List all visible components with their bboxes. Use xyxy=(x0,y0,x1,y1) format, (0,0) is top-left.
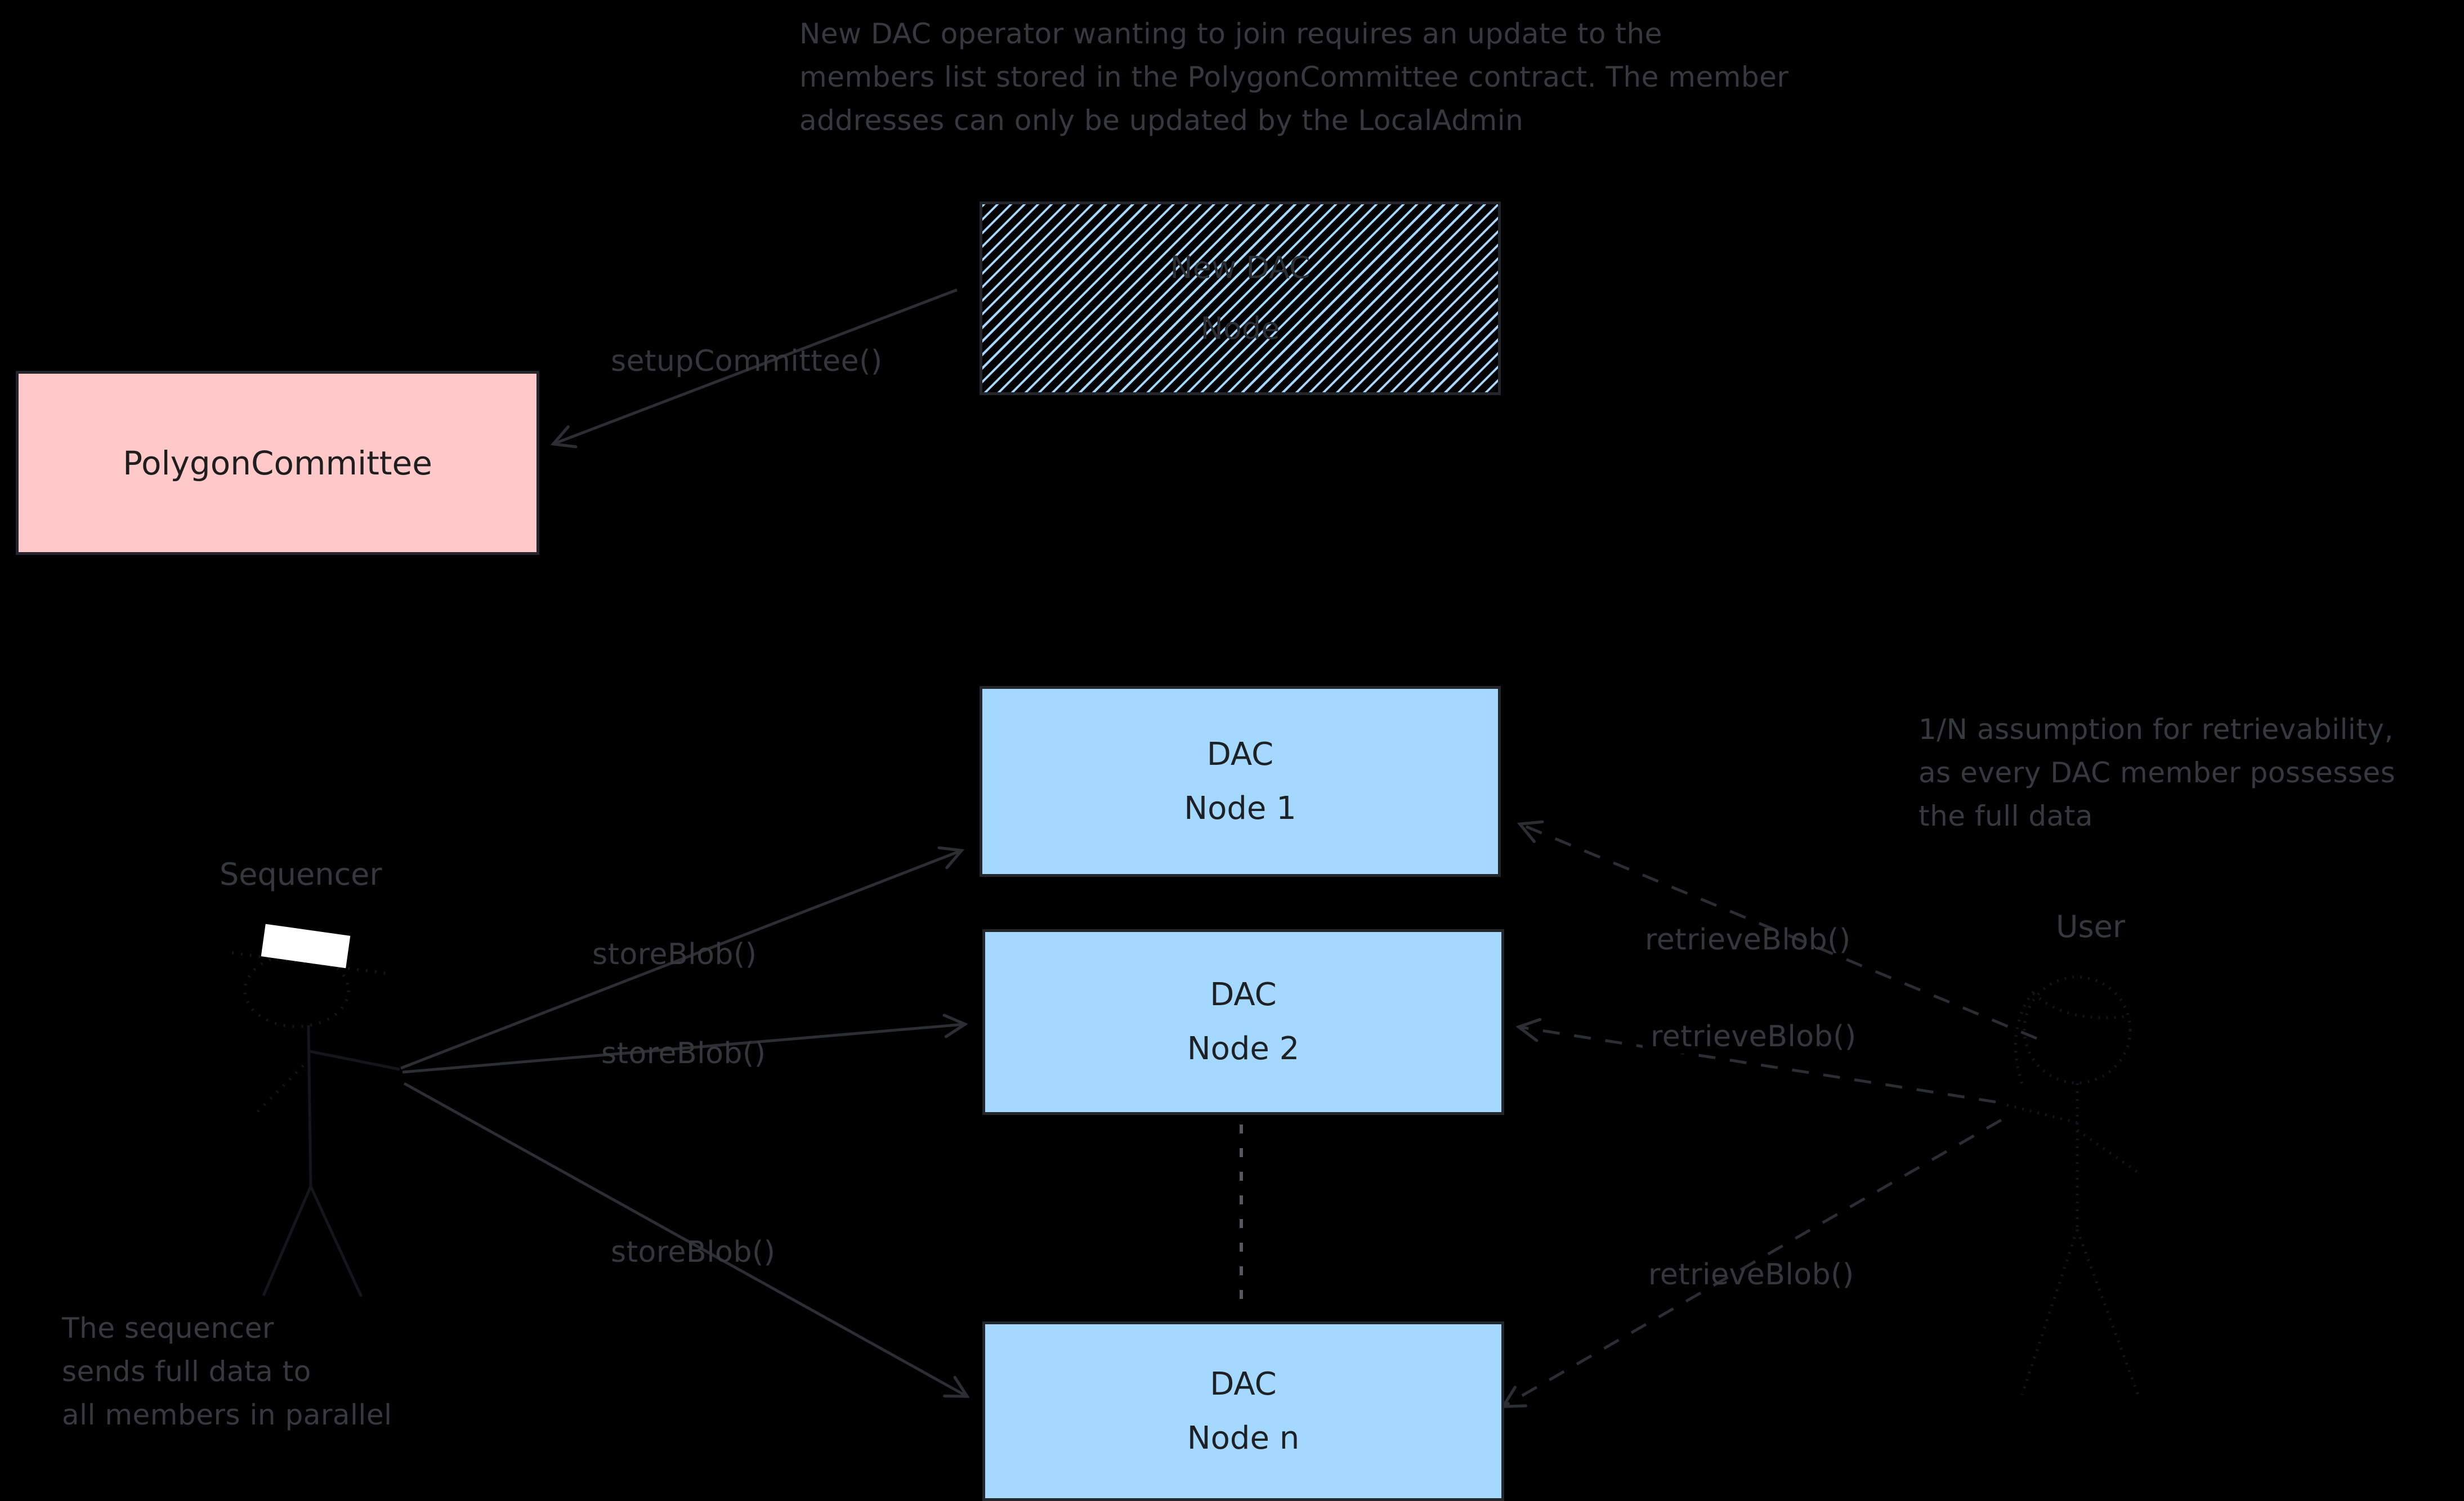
store-blob-arrow-noden xyxy=(403,1082,966,1396)
top-note: New DAC operator wanting to join require… xyxy=(799,12,1789,142)
top-note-line: New DAC operator wanting to join require… xyxy=(799,17,1662,50)
sequencer-note-line: sends full data to xyxy=(62,1355,311,1388)
sequencer-label: Sequencer xyxy=(220,857,382,892)
store-blob-label-2: storeBlob() xyxy=(601,1037,766,1070)
store-blob-arrow-node2 xyxy=(402,1024,964,1074)
user-label: User xyxy=(2056,909,2126,944)
retrieve-blob-label-3: retrieveBlob() xyxy=(1648,1258,1854,1292)
store-blob-label-3: storeBlob() xyxy=(611,1235,776,1269)
polygon-committee-box: PolygonCommittee xyxy=(16,371,539,555)
sequencer-note-line: The sequencer xyxy=(62,1312,274,1345)
retrieve-blob-label-1: retrieveBlob() xyxy=(1645,923,1851,957)
retrieve-blob-label-2: retrieveBlob() xyxy=(1643,1020,1864,1054)
dac-node-1-box: DAC Node 1 xyxy=(980,686,1501,877)
setup-committee-label: setupCommittee() xyxy=(611,344,883,378)
top-note-line: addresses can only be updated by the Loc… xyxy=(799,104,1524,137)
retrieve-blob-arrow-noden xyxy=(1504,1118,2002,1406)
dac-node-2-label-line1: DAC xyxy=(1210,976,1277,1013)
polygon-committee-label: PolygonCommittee xyxy=(123,443,432,482)
sequencer-figure-icon xyxy=(231,924,400,1298)
dac-node-1-label-line2: Node 1 xyxy=(1184,790,1296,827)
retrievability-note-line: 1/N assumption for retrievability, xyxy=(1919,713,2394,746)
dac-node-1-label-line1: DAC xyxy=(1206,736,1274,773)
sequencer-hat-band xyxy=(261,924,351,969)
retrievability-note-line: the full data xyxy=(1919,800,2094,832)
new-dac-node-label-line2: Node xyxy=(1200,311,1280,346)
store-blob-label-1: storeBlob() xyxy=(592,938,757,971)
new-dac-node-label-line1: New DAC xyxy=(1170,250,1311,285)
dac-node-2-label-line2: Node 2 xyxy=(1187,1030,1300,1067)
dac-node-n-label-line1: DAC xyxy=(1210,1365,1277,1403)
sequencer-note-line: all members in parallel xyxy=(62,1399,392,1431)
retrievability-note: 1/N assumption for retrievability, as ev… xyxy=(1919,708,2395,838)
dac-node-2-box: DAC Node 2 xyxy=(982,929,1504,1115)
new-dac-node-box: New DAC Node xyxy=(980,201,1501,395)
retrievability-note-line: as every DAC member possesses xyxy=(1919,756,2396,789)
top-note-line: members list stored in the PolygonCommit… xyxy=(799,61,1789,93)
user-figure-icon xyxy=(2004,975,2141,1395)
dac-node-n-box: DAC Node n xyxy=(982,1321,1504,1501)
setup-committee-arrow xyxy=(554,288,958,443)
store-blob-arrow-node1 xyxy=(400,851,960,1070)
sequencer-note: The sequencer sends full data to all mem… xyxy=(62,1307,392,1437)
dac-node-n-label-line2: Node n xyxy=(1187,1419,1300,1457)
